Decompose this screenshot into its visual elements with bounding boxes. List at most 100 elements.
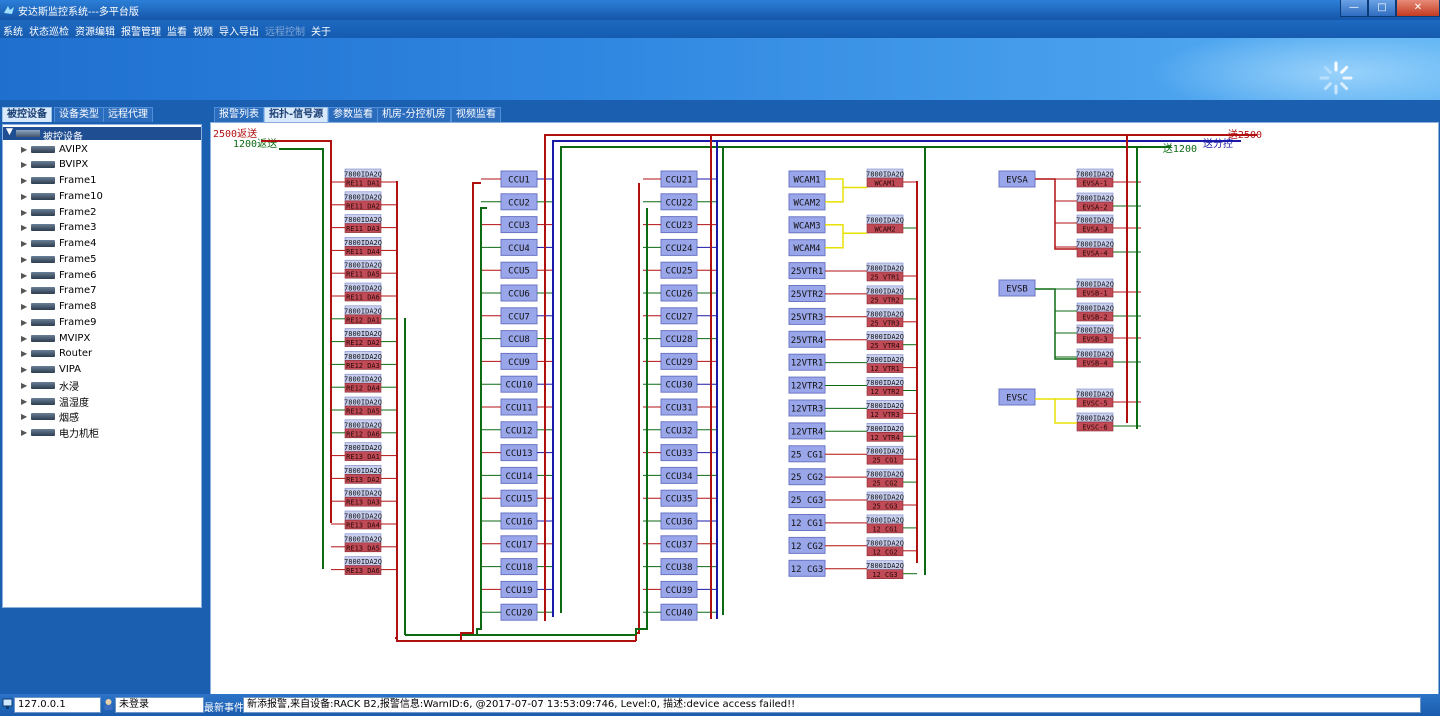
expand-arrow-icon[interactable]: ▶ bbox=[21, 396, 28, 406]
expand-arrow-icon[interactable]: ▶ bbox=[21, 160, 28, 170]
tab-video-monitor[interactable]: 视频监看 bbox=[451, 107, 501, 122]
source-da-title: 7800IDA2Q bbox=[866, 402, 904, 410]
tree-item[interactable]: ▶烟感 bbox=[21, 410, 79, 424]
device-icon bbox=[31, 145, 55, 153]
tree-item[interactable]: ▶Frame5 bbox=[21, 252, 97, 266]
expand-arrow-icon[interactable]: ▶ bbox=[21, 317, 28, 327]
device-icon bbox=[31, 240, 55, 247]
expand-arrow-icon[interactable]: ▶ bbox=[21, 239, 28, 248]
ccu-node-label: CCU4 bbox=[508, 244, 530, 254]
menu-item-inspection[interactable]: 状态巡检 bbox=[29, 27, 69, 38]
ccu-node-label: CCU17 bbox=[505, 540, 532, 550]
login-status-field[interactable]: 未登录 bbox=[115, 697, 204, 713]
tree-item[interactable]: ▶电力机柜 bbox=[21, 426, 99, 440]
expand-arrow-icon[interactable]: ▶ bbox=[21, 286, 28, 296]
tree-item[interactable]: ▶水浸 bbox=[21, 378, 79, 393]
tree-item[interactable]: ▶VIPA bbox=[21, 363, 81, 377]
menu-item-system[interactable]: 系统 bbox=[3, 27, 23, 38]
menu-item-monitor[interactable]: 监看 bbox=[167, 27, 187, 38]
source-node-label: WCAM4 bbox=[793, 244, 820, 254]
tab-topology-signal-source[interactable]: 拓扑-信号源 bbox=[264, 107, 329, 122]
expand-arrow-icon[interactable]: ▶ bbox=[21, 302, 28, 311]
tree-item[interactable]: ▶BVIPX bbox=[21, 158, 88, 172]
ev-da-title: 7800IDA2Q bbox=[1076, 305, 1114, 313]
maximize-icon[interactable]: □ bbox=[1368, 0, 1396, 17]
source-da-bottom[interactable] bbox=[866, 340, 904, 350]
expand-arrow-icon[interactable]: ▶ bbox=[21, 412, 28, 422]
ccu-node-label: CCU8 bbox=[508, 335, 530, 345]
trunk-in-1200 bbox=[279, 148, 324, 569]
expand-arrow-icon[interactable]: ▶ bbox=[21, 349, 28, 359]
menu-item-remote-control[interactable]: 远程控制 bbox=[265, 27, 305, 38]
menu-item-alarm-management[interactable]: 报警管理 bbox=[121, 27, 161, 38]
ccu-node-label: CCU6 bbox=[508, 290, 530, 300]
expand-arrow-icon[interactable]: ▶ bbox=[21, 223, 28, 233]
tree-item[interactable]: ▶Frame7 bbox=[21, 284, 97, 298]
source-node-label: 25VTR2 bbox=[791, 290, 824, 300]
tree-item[interactable]: ▶Frame3 bbox=[21, 221, 97, 235]
menu-item-about[interactable]: 关于 bbox=[311, 27, 331, 38]
expand-arrow-icon[interactable]: ▶ bbox=[21, 176, 28, 185]
tree-item[interactable]: ▶Frame2 bbox=[21, 205, 97, 219]
line-label-in-2500: 2500返送 bbox=[213, 127, 257, 140]
ev-da-label: EVSB-2 bbox=[1082, 314, 1107, 322]
expand-arrow-icon[interactable]: ▶ bbox=[21, 254, 28, 264]
tab-remote-agents[interactable]: 远程代理 bbox=[103, 107, 153, 122]
wcam-link bbox=[825, 224, 844, 249]
source-da-bottom[interactable] bbox=[866, 523, 904, 534]
tree-item[interactable]: ▶ Frame10 bbox=[21, 189, 103, 203]
tab-controlled-devices[interactable]: 被控设备 bbox=[2, 107, 52, 122]
menu-item-import-export[interactable]: 导入导出 bbox=[219, 27, 259, 38]
ccu-node-label: CCU36 bbox=[665, 518, 692, 528]
tree-item[interactable]: ▶MVIPX bbox=[21, 331, 90, 345]
tab-parameter-monitor[interactable]: 参数监看 bbox=[328, 107, 378, 122]
menu-item-video[interactable]: 视频 bbox=[193, 27, 213, 38]
latest-event-field: 新添报警,来自设备:RACK B2,报警信息:WarnID:6, @2017-0… bbox=[243, 697, 1421, 713]
tree-item[interactable]: ▶温湿度 bbox=[21, 394, 89, 409]
expand-arrow-icon[interactable]: ▶ bbox=[21, 207, 28, 217]
rack-a-da-title: 7800IDA2Q bbox=[344, 193, 382, 201]
expand-arrow-icon[interactable]: ▶ bbox=[21, 191, 28, 201]
source-node-label: 25 CG3 bbox=[791, 496, 824, 506]
collapse-arrow-icon[interactable]: ▼ bbox=[6, 127, 13, 137]
tree-root[interactable]: ▼ 被控设备 bbox=[3, 127, 201, 143]
expand-arrow-icon[interactable]: ▶ bbox=[21, 365, 28, 374]
tree-item[interactable]: ▶AVIPX bbox=[21, 142, 88, 156]
minimize-icon[interactable]: — bbox=[1340, 0, 1368, 17]
tree-item[interactable]: ▶Router bbox=[21, 347, 92, 361]
ccu-node-label: CCU12 bbox=[505, 426, 532, 436]
close-icon[interactable]: ✕ bbox=[1396, 0, 1440, 17]
wcam-link bbox=[825, 178, 844, 203]
menu-item-resource-edit[interactable]: 资源编辑 bbox=[75, 27, 115, 38]
rack-a-da-bottom[interactable] bbox=[344, 268, 382, 279]
tab-machine-room[interactable]: 机房-分控机房 bbox=[377, 107, 451, 122]
source-node-label: 12VTR3 bbox=[791, 405, 824, 415]
expand-arrow-icon[interactable]: ▶ bbox=[21, 270, 28, 280]
tree-item[interactable]: ▶Frame4 bbox=[21, 237, 97, 251]
rack-a-da-bottom[interactable] bbox=[344, 223, 382, 233]
rack-a-da-label: RE13 DA6 bbox=[346, 567, 380, 575]
ev-da-label: EVSB-3 bbox=[1082, 336, 1107, 344]
trunk-in-2500 bbox=[261, 140, 332, 523]
ccu-node-label: CCU18 bbox=[505, 563, 532, 573]
expand-arrow-icon[interactable]: ▶ bbox=[21, 144, 28, 154]
tree-item[interactable]: ▶Frame8 bbox=[21, 300, 97, 314]
ev-node-box[interactable] bbox=[998, 388, 1036, 406]
tree-item[interactable]: ▶Frame1 bbox=[21, 174, 97, 188]
tree-item[interactable]: ▶Frame6 bbox=[21, 268, 97, 282]
tree-item-label: Frame10 bbox=[59, 190, 103, 202]
device-icon bbox=[31, 287, 55, 295]
expand-arrow-icon[interactable]: ▶ bbox=[21, 380, 28, 390]
expand-arrow-icon[interactable]: ▶ bbox=[21, 333, 28, 343]
ccu-node-label: CCU29 bbox=[665, 358, 692, 368]
tree-item[interactable]: ▶Frame9 bbox=[21, 315, 97, 329]
rack-a-da-title: 7800IDA2Q bbox=[344, 353, 382, 361]
tab-alarm-list[interactable]: 报警列表 bbox=[214, 107, 264, 122]
expand-arrow-icon[interactable]: ▶ bbox=[21, 428, 28, 437]
ev-node-box[interactable] bbox=[998, 279, 1036, 297]
tab-device-types[interactable]: 设备类型 bbox=[54, 107, 104, 122]
ccu-right-input-red bbox=[635, 183, 640, 641]
evsb-bus bbox=[1035, 288, 1077, 360]
tree-root-label: 被控设备 bbox=[43, 132, 83, 143]
